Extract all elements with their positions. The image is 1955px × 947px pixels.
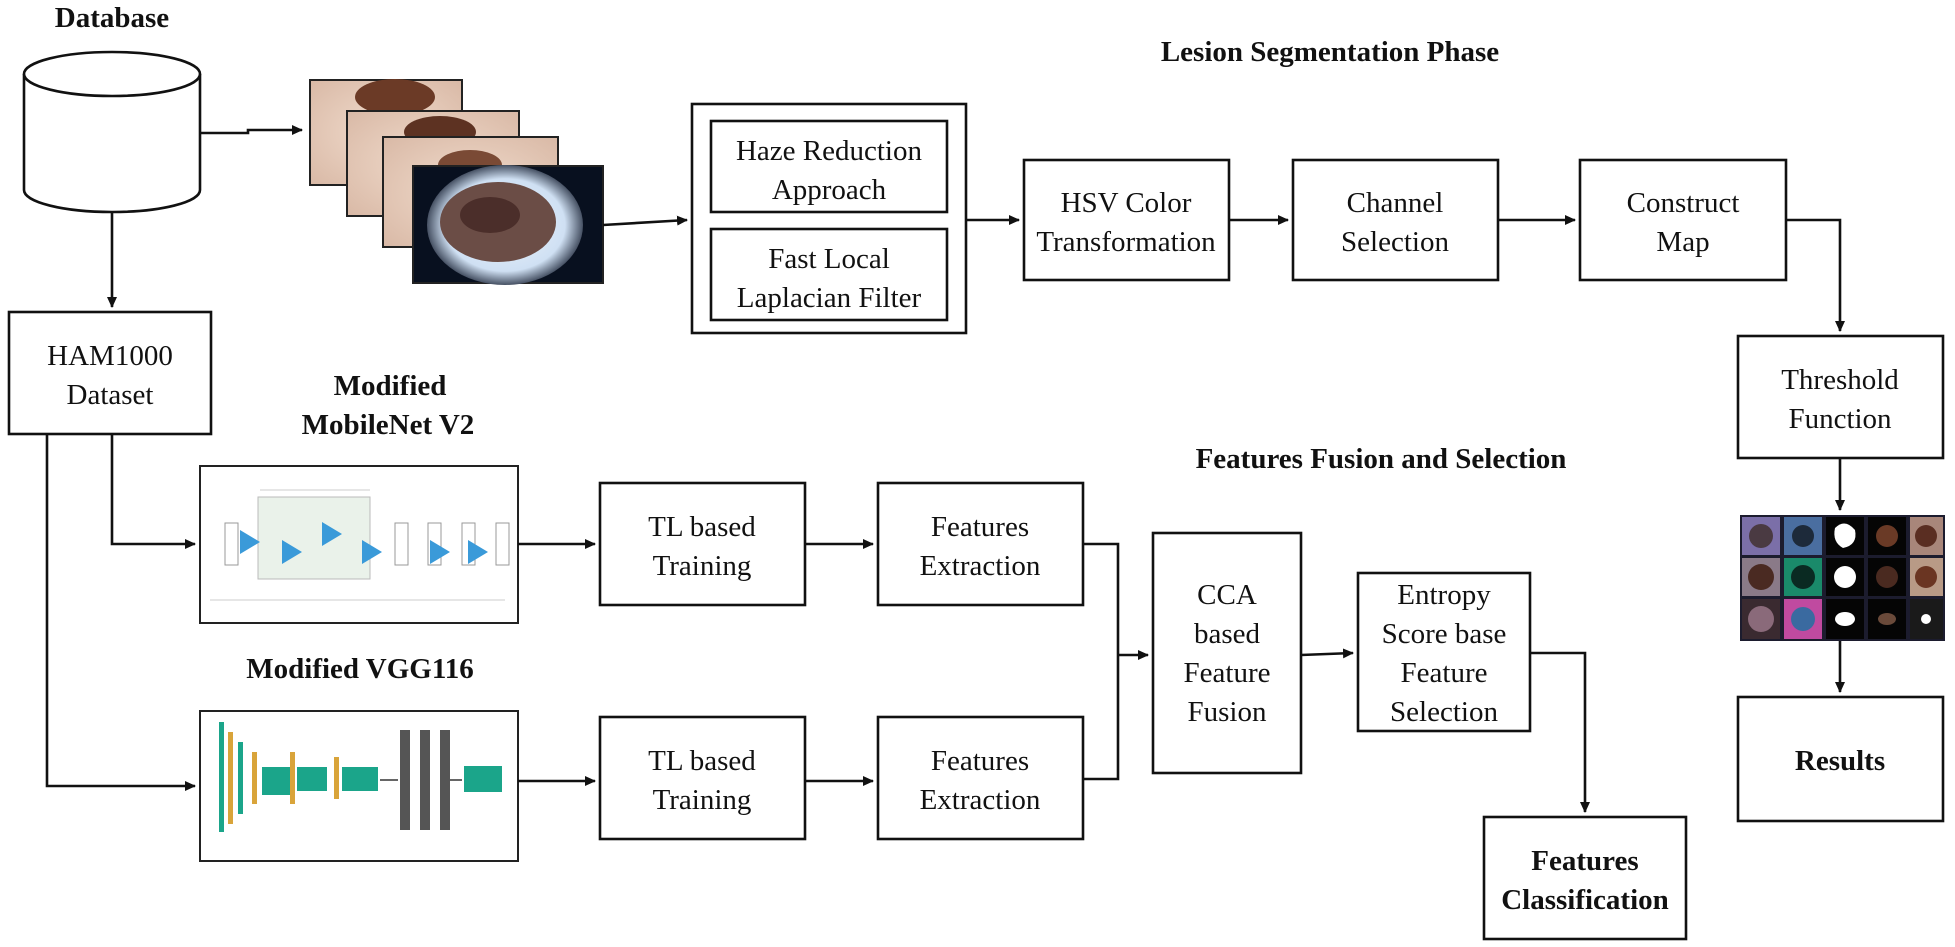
arrow-construct-to-threshold: [1786, 218, 1845, 332]
threshold-function-label-1: Threshold: [1781, 364, 1899, 396]
dermoscopy-image-stack: [309, 79, 604, 285]
hsv-box: [1022, 158, 1231, 282]
tl-training-label-1a: TL based: [648, 511, 756, 543]
features-extraction-label-2b: Extraction: [920, 784, 1041, 816]
tl-training-box-1: [598, 481, 807, 607]
segmentation-results-grid: [1740, 515, 1945, 641]
lesion-1: [355, 79, 435, 115]
channel-selection-box: [1291, 158, 1500, 282]
features-classification-box: [1482, 815, 1688, 941]
haze-reduction-label-1: Haze Reduction: [736, 135, 923, 167]
threshold-function-box: [1736, 334, 1945, 460]
tl-training-box-2: [598, 715, 807, 841]
arrow-ham-to-vgg: [45, 434, 196, 791]
arrow-images-to-preprocessing: [602, 215, 688, 227]
laplacian-filter-label-2: Laplacian Filter: [737, 282, 922, 314]
cca-label-2: based: [1194, 618, 1261, 650]
mobilenet-architecture-thumbnail: [199, 465, 519, 624]
vgg-header: Modified VGG116: [246, 653, 473, 685]
tl-training-label-2a: TL based: [648, 745, 756, 777]
tl-training-label-1b: Training: [653, 550, 752, 582]
cca-fusion-box: [1151, 531, 1303, 775]
cca-label-1: CCA: [1197, 579, 1257, 611]
arrow-db-to-images: [200, 125, 303, 135]
results-label: Results: [1795, 745, 1885, 777]
ham-dataset-label-1: HAM1000: [47, 340, 173, 372]
channel-selection-label-2: Selection: [1341, 226, 1449, 258]
laplacian-filter-label-1: Fast Local: [768, 243, 890, 275]
entropy-label-4: Selection: [1390, 696, 1498, 728]
hsv-label-1: HSV Color: [1061, 187, 1192, 219]
laplacian-filter-box: [709, 227, 949, 322]
entropy-label-3: Feature: [1401, 657, 1488, 689]
construct-map-box: [1578, 158, 1788, 282]
features-extraction-label-1b: Extraction: [920, 550, 1041, 582]
connectors: [45, 125, 1845, 813]
channel-selection-label-1: Channel: [1347, 187, 1444, 219]
threshold-function-label-2: Function: [1788, 403, 1892, 435]
haze-reduction-label-2: Approach: [772, 174, 887, 206]
features-classification-label-1: Features: [1531, 845, 1638, 877]
lesion-segmentation-header: Lesion Segmentation Phase: [1161, 36, 1499, 68]
ham-dataset-box: [7, 310, 213, 436]
vgg-architecture-thumbnail: [199, 710, 519, 862]
entropy-label-2: Score base: [1382, 618, 1507, 650]
haze-reduction-box: [709, 119, 949, 214]
ham-dataset-label-2: Dataset: [67, 379, 154, 411]
arrow-ham-to-mobilenet: [110, 434, 196, 549]
lesion-4-core: [460, 197, 520, 233]
line-fe-merge: [1083, 542, 1120, 781]
mobilenet-header-line2: MobileNet V2: [302, 409, 475, 441]
mobilenet-header-line1: Modified: [334, 370, 447, 402]
features-fusion-header: Features Fusion and Selection: [1196, 443, 1567, 475]
results-box: [1736, 695, 1945, 823]
cca-label-4: Fusion: [1188, 696, 1267, 728]
entropy-label-1: Entropy: [1397, 579, 1491, 611]
features-extraction-label-2a: Features: [931, 745, 1029, 777]
entropy-selection-box: [1356, 571, 1532, 733]
tl-training-label-2b: Training: [653, 784, 752, 816]
database-icon: [22, 50, 202, 214]
construct-map-label-2: Map: [1656, 226, 1709, 258]
features-extraction-box-1: [876, 481, 1085, 607]
database-header: Database: [55, 2, 170, 34]
features-classification-label-2: Classification: [1501, 884, 1669, 916]
hsv-label-2: Transformation: [1036, 226, 1216, 258]
construct-map-label-1: Construct: [1627, 187, 1740, 219]
arrow-cca-to-entropy: [1300, 648, 1354, 659]
features-extraction-label-1a: Features: [931, 511, 1029, 543]
features-extraction-box-2: [876, 715, 1085, 841]
cca-label-3: Feature: [1184, 657, 1271, 689]
arrow-entropy-to-classification: [1530, 651, 1590, 813]
